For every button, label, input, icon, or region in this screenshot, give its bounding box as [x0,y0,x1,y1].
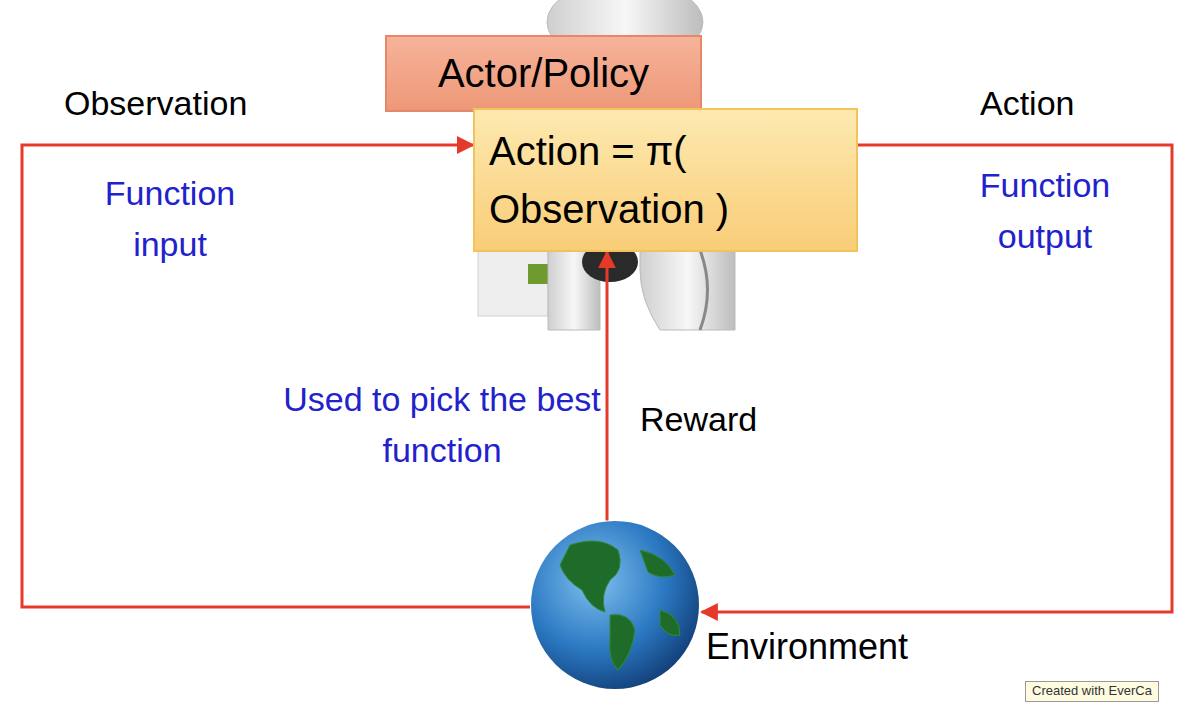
node-text: Actor/Policy [438,51,649,96]
edge-label: Reward [638,400,759,439]
annotation: Function input [85,168,255,270]
robot-seam [700,250,708,330]
edge-label: Action [978,84,1077,123]
function-box: Action = π( Observation ) [473,108,858,252]
edge-label: Observation [62,84,249,123]
environment-globe: Environment [530,520,700,690]
robot-light [528,264,548,284]
flow-arrow [22,145,530,607]
flow-arrow [606,252,609,520]
globe-shape [530,520,700,690]
node-text: Environment [706,626,908,668]
annotation: Used to pick the best function [282,374,602,476]
watermark: Created with EverCa [1025,681,1159,702]
actor-box: Actor/Policy [385,35,702,112]
node-text: Action = π( Observation ) [489,129,729,231]
robot-leg [640,240,735,330]
annotation: Function output [955,160,1135,262]
